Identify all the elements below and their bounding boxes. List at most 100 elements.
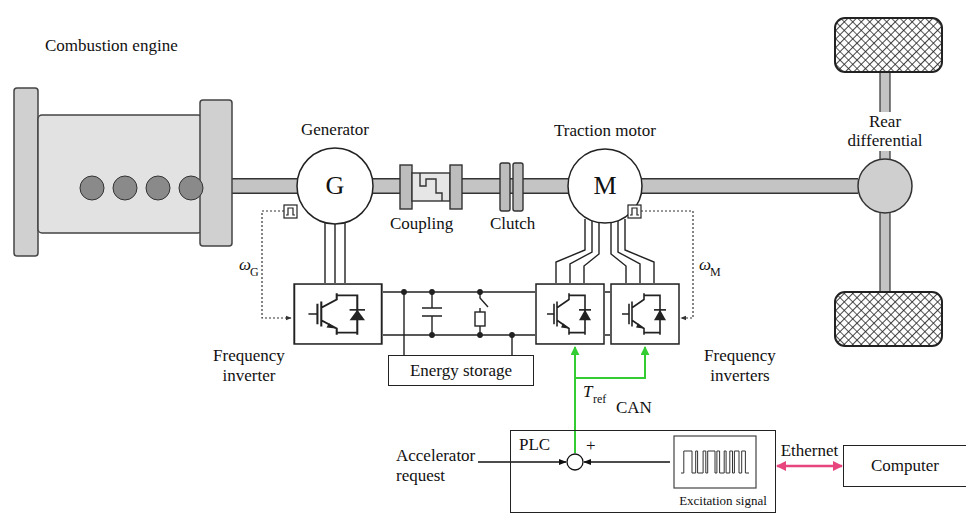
node-text: G (326, 171, 345, 201)
dc-link (478, 290, 482, 294)
generator-circle: GeneratorG (297, 148, 373, 224)
dc-link (422, 292, 442, 335)
dc-link (475, 312, 485, 326)
plc-signal-flow (478, 461, 566, 462)
speed-encoder (628, 205, 641, 218)
bus-name: CAN (616, 398, 652, 418)
plc-box: PLCExcitation signal (510, 430, 776, 513)
phase-wires (556, 219, 599, 283)
dc-link (430, 333, 434, 337)
dc-link (404, 292, 512, 355)
coupling-symbol (400, 165, 412, 209)
dc-link (478, 333, 482, 337)
machine-circles (568, 149, 642, 223)
engine-body (14, 88, 38, 256)
part-heading: Traction motor (552, 121, 658, 141)
engine-body (14, 88, 232, 256)
energy-storage-box: Energy storage (388, 355, 534, 386)
torque-reference-line (575, 347, 645, 378)
dc-link (430, 290, 434, 294)
speed-feedback-line (262, 211, 693, 318)
plc-signal-flow (478, 454, 670, 470)
plc-signal-flow (584, 461, 670, 462)
machine-circles (297, 148, 642, 224)
speed-encoder (286, 208, 295, 215)
coupling-symbol (420, 173, 442, 201)
part-name: Clutch (490, 214, 535, 234)
signal-subscript: M (710, 265, 721, 279)
signal-subscript: G (250, 265, 259, 279)
frequency-inverter-symbol (294, 284, 381, 344)
clutch-symbol (500, 163, 510, 211)
shaft-body (642, 180, 858, 193)
shaft-body (232, 180, 297, 193)
part-name: Frequency inverters (685, 346, 795, 387)
combustion-engine: Combustion engine (15, 26, 232, 256)
node-text: Computer (871, 456, 939, 476)
clutch-symbol (513, 163, 523, 211)
node-text: Excitation signal (663, 494, 783, 509)
part-name: Frequency inverter (203, 346, 295, 387)
part-heading: Rear differential (833, 112, 937, 151)
speed-feedback-line (641, 211, 693, 318)
signal-name: ω (699, 255, 711, 275)
dc-link (402, 290, 406, 294)
signal-subscript: ref (593, 392, 606, 406)
rear-differential: Rear differential (858, 159, 912, 213)
waveform-trace (681, 451, 749, 473)
speed-encoder (284, 205, 641, 218)
engine-body (113, 176, 137, 200)
part-name: Coupling (390, 214, 453, 234)
signal-name: ω (239, 255, 251, 275)
traction-motor-circle: Traction motorM (568, 149, 642, 223)
dc-link (383, 292, 610, 335)
speed-encoder (630, 208, 639, 215)
drive-shaft (232, 186, 297, 187)
phase-wires (325, 219, 654, 283)
engine-body (80, 176, 104, 200)
signal-name: Accelerator request (396, 446, 480, 487)
waveform-frame (674, 436, 756, 488)
engine-body (38, 115, 202, 233)
phase-wires (325, 222, 345, 283)
wheel-axle (835, 292, 942, 346)
node-text: M (593, 171, 616, 201)
coupling-symbol (412, 173, 450, 201)
ethernet-link (777, 466, 842, 467)
excitation-signal-box: Excitation signal (663, 433, 783, 511)
signal-name: T (583, 382, 592, 402)
node-text: PLC (519, 435, 550, 455)
plc-signal-flow (567, 454, 583, 470)
node-text: Combustion engine (45, 36, 178, 56)
frequency-inverter-symbol (611, 284, 679, 344)
edge-label: Ethernet (781, 441, 839, 461)
drive-shaft (642, 186, 858, 187)
shaft-outline (642, 178, 858, 194)
shaft-outline (232, 178, 297, 194)
part-heading: Generator (299, 120, 371, 140)
dc-link (383, 290, 610, 355)
wheel-axle (835, 18, 942, 72)
speed-feedback-line (262, 211, 291, 318)
speed-encoder (284, 205, 297, 218)
clutch-symbol (500, 163, 523, 211)
dc-link (510, 333, 514, 337)
sum-sign: + (586, 436, 596, 456)
node-text: Energy storage (410, 361, 512, 381)
engine-body (179, 176, 203, 200)
computer-box: Computer (843, 445, 966, 487)
engine-body (146, 176, 170, 200)
coupling-symbol (400, 165, 462, 209)
wheel-axle (835, 18, 942, 346)
machine-circles (297, 148, 373, 224)
frequency-inverter-symbol (536, 284, 604, 344)
wheel-axle (858, 159, 912, 213)
torque-reference-line (574, 347, 576, 453)
phase-wires (611, 219, 654, 283)
ethernet-line (777, 465, 842, 468)
excitation-waveform (673, 435, 757, 489)
engine-body (200, 100, 232, 246)
